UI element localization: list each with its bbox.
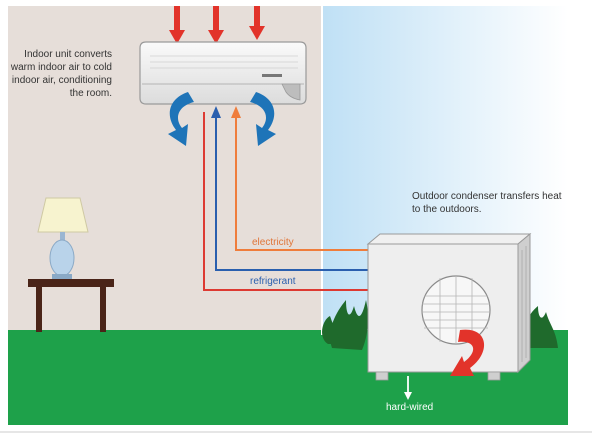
side-table xyxy=(28,279,114,332)
outdoor-unit xyxy=(366,232,532,381)
shrub-left xyxy=(322,300,369,350)
refrigerant-red-line xyxy=(203,112,368,291)
table-lamp xyxy=(37,197,89,279)
hard-wired-label: hard-wired xyxy=(386,402,434,413)
electricity-arrowhead xyxy=(231,106,241,118)
refrigerant-label: refrigerant xyxy=(250,276,296,287)
refrigerant-blue-line xyxy=(215,114,368,271)
electricity-label: electricity xyxy=(252,237,294,248)
heat-exhaust-arrow xyxy=(450,329,485,376)
warm-air-arrows xyxy=(169,6,265,44)
hard-wired-arrow xyxy=(404,376,412,400)
connection-lines xyxy=(203,112,368,291)
indoor-unit-caption: Indoor unit converts warm indoor air to … xyxy=(10,49,112,99)
outdoor-unit-caption: Outdoor condenser transfers heat to the … xyxy=(412,191,562,215)
refrigerant-arrowhead xyxy=(211,106,221,118)
shrub-right xyxy=(522,306,558,348)
cool-air-arrows xyxy=(168,92,276,146)
indoor-unit xyxy=(139,41,307,105)
electricity-line xyxy=(235,112,368,251)
